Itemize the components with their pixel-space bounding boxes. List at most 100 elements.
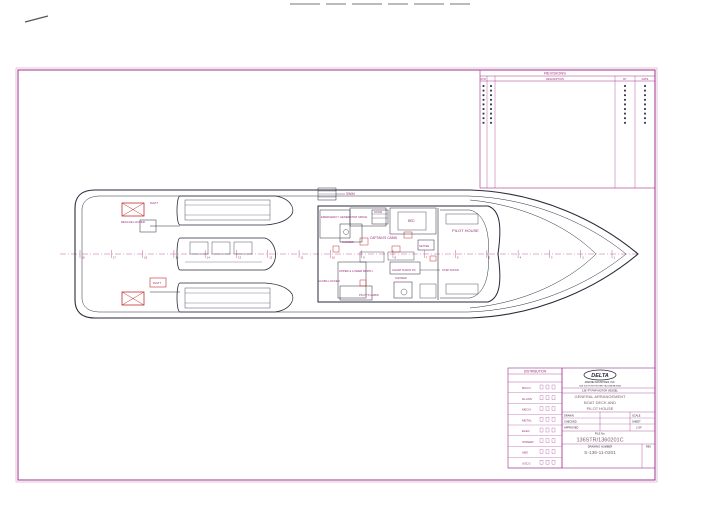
distribution-checkbox [551,449,556,454]
deckhouse-outline [317,205,501,303]
delta-logo [583,369,617,381]
distribution-row-label: OWNER [522,440,534,444]
revision-mark [644,85,646,87]
revision-mark [624,108,626,110]
drawn-label: DRAWN [564,414,574,418]
distribution-checkbox [545,438,550,443]
revisions-header-sym: SYM [480,77,486,81]
revision-mark [624,117,626,120]
distribution-checkbox [545,460,550,465]
distribution-title: DISTRIBUTION [524,370,547,374]
revision-mark [490,108,492,110]
rescue-locker-port [121,202,145,217]
shower-pilot [393,281,413,299]
revision-mark [644,112,646,115]
distribution-checkbox [539,406,544,411]
distribution-checkbox [551,395,556,400]
pilots-cabin [339,285,373,301]
distribution-checkbox [545,395,550,400]
revision-mark [482,121,485,124]
label-settee: SETTEE [419,244,429,248]
distribution-checkbox [551,384,556,390]
bow-deck-line [469,199,597,309]
revision-mark [624,121,626,124]
label-rescue-locker: RESCUE LOCKER [121,220,145,224]
checked-label: CHECKED [564,420,577,424]
revision-mark [624,89,626,92]
distribution-row-label: MECH [522,408,531,412]
station-label: 2 [582,256,584,260]
distribution-row-label: DLASS [522,397,532,401]
hull-outline [74,189,639,319]
red-equipment-marks [332,231,437,287]
distribution-checkbox [551,406,556,411]
revision-mark [624,94,626,97]
revision-mark [490,94,492,97]
distribution-row-label: BUCO [522,386,531,390]
drawing-title-line-3: PILOT HOUSE [587,406,614,411]
drawing-title-line-2: BOAT DECK AND [584,400,616,405]
label-stair: STAIR [374,210,382,214]
revision-mark [644,89,646,92]
revision-mark [624,98,626,101]
distribution-checkbox [551,460,556,465]
label-swim: SWIM [346,192,355,196]
revision-mark [644,103,646,106]
station-label: 12 [269,256,273,260]
station-label: 14 [207,256,211,260]
scan-mark [24,15,49,23]
station-label: 17 [113,256,117,260]
davit-base-starboard [149,277,167,288]
rev-label: REV [646,445,652,449]
approved-label: APPROVED [564,426,579,430]
revisions-header-description: DESCRIPTION [546,77,564,81]
distribution-checkbox [545,406,550,411]
drawing-title-line-1: GENERAL ARRANGEMENT [575,394,627,399]
revision-mark [490,112,492,115]
label-emergency-generator: EMERGENCY GENERATOR SPACE [321,215,367,219]
deckhouse [317,205,501,303]
revision-mark [490,85,492,87]
label-pilots-cabin: PILOT'S CABIN [359,293,379,297]
station-label: 13 [238,256,242,260]
revision-mark [482,85,485,87]
title-block: DELTA MARINE INDUSTRIES, INC. 1608 SOUTH… [561,367,656,469]
revision-mark [490,98,492,101]
revisions-title: REVISIONS [544,71,566,76]
revision-mark [490,121,492,124]
revision-mark [482,98,485,101]
station-label: 6 [457,256,459,260]
station-label: 18 [82,256,86,260]
revision-mark [644,98,646,101]
revision-mark [644,121,646,124]
company-subtitle: MARINE INDUSTRIES, INC. [585,381,616,384]
revision-mark [482,89,485,92]
station-label: 8 [394,256,396,260]
distribution-checkbox [545,417,550,422]
revision-mark [624,85,626,87]
drawing-border [17,69,656,481]
station-label: 7 [426,256,428,260]
station-label: 9 [363,256,365,260]
distribution-checkbox [539,449,544,454]
file-no-label: FILE No. [595,432,606,436]
revisions-header-date: DATE [642,77,649,81]
revision-mark [490,89,492,92]
label-captains-cabin: CAPTAIN'S CABIN [370,236,398,240]
station-label: 5 [488,256,490,260]
distribution-checkbox [539,395,544,400]
station-label: 3 [551,256,553,260]
revision-mark [644,108,646,110]
swim-stair: SWIM [317,187,355,201]
drawing-number-label: DRAWING NUMBER [588,445,613,449]
revision-mark [482,103,485,106]
sheet-label: SHEET [632,420,641,424]
vessel-description: 136'-FT PHP MOTOR VESSEL [582,389,619,393]
station-label: 16 [144,256,148,260]
label-davit-starboard: DAVIT [153,281,161,285]
drawing-number: S-136-11-0201 [584,450,616,456]
rescue-equipment: RESCUE LOCKER DAVIT DAVIT [121,201,180,306]
revision-mark [644,117,646,120]
